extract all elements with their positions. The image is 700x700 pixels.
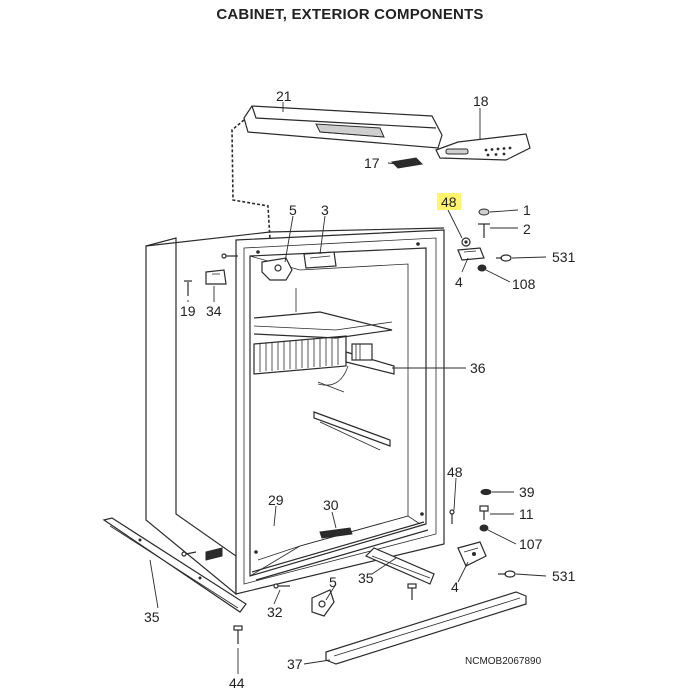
screw-part-19	[184, 280, 192, 296]
cap-part-1	[478, 208, 490, 216]
bushing-part-107	[479, 524, 489, 532]
callout-4-lower: 4	[451, 579, 459, 595]
washer-part-39	[480, 488, 492, 496]
screw-part-531-top	[496, 254, 512, 262]
screw-part-32	[273, 583, 290, 589]
screw-part-44	[233, 625, 243, 644]
callout-1: 1	[523, 202, 531, 218]
callout-30: 30	[323, 497, 339, 513]
callout-4-upper: 4	[455, 274, 463, 290]
screw-part-48-lower	[449, 509, 455, 524]
callout-3: 3	[321, 202, 329, 218]
callout-17: 17	[364, 155, 380, 171]
callout-11: 11	[519, 506, 534, 522]
screw-part-531-bottom	[498, 570, 516, 578]
callout-35-center: 35	[358, 570, 374, 586]
callout-18: 18	[473, 93, 489, 109]
top-cover-part	[243, 105, 443, 149]
screw-part-bottom-center	[407, 583, 417, 600]
door-trim-part-37	[325, 591, 527, 665]
washer-part-108	[477, 264, 487, 272]
left-trim-rail-part	[102, 517, 247, 613]
screw-part-2	[478, 223, 490, 238]
callout-39: 39	[519, 484, 535, 500]
callout-19: 19	[180, 303, 196, 319]
upper-right-hinge-part	[457, 237, 485, 261]
lower-rail-part-35	[364, 547, 435, 585]
callout-48-lower: 48	[447, 464, 463, 480]
part-48-highlight	[437, 193, 461, 210]
callout-531-lower: 531	[552, 568, 576, 584]
harness-dashed-line	[231, 119, 271, 241]
control-panel-part	[435, 133, 531, 161]
pin-part-11	[479, 505, 489, 520]
lower-hinge-part-5	[311, 589, 335, 617]
callout-48-upper: 48	[441, 194, 457, 210]
diagram-title: CABINET, EXTERIOR COMPONENTS	[216, 6, 484, 23]
callout-34: 34	[206, 303, 222, 319]
callout-108: 108	[512, 276, 536, 292]
callout-21: 21	[276, 88, 292, 104]
side-screw-bottom	[181, 551, 197, 557]
drawing-code: NCMOB2067890	[465, 656, 542, 667]
callout-531-upper: 531	[552, 249, 576, 265]
callout-37: 37	[287, 656, 303, 672]
leader-lines	[149, 102, 547, 674]
callout-5-lower: 5	[329, 574, 337, 590]
callout-36: 36	[470, 360, 486, 376]
callout-5-upper: 5	[289, 202, 297, 218]
callout-2: 2	[523, 221, 531, 237]
callout-labels: 21 18 17 5 3 48 1 2 531 4 108 19 34 36 4…	[144, 88, 576, 691]
callout-29: 29	[268, 492, 284, 508]
side-screw-left	[221, 253, 238, 259]
label-plate-part	[390, 157, 424, 169]
callout-44: 44	[229, 675, 245, 691]
callout-107: 107	[519, 536, 543, 552]
cabinet-body	[145, 227, 445, 596]
callout-35-left: 35	[144, 609, 160, 625]
callout-32: 32	[267, 604, 283, 620]
lower-right-hinge-part	[457, 541, 487, 567]
upper-left-hinge-part	[261, 251, 337, 281]
